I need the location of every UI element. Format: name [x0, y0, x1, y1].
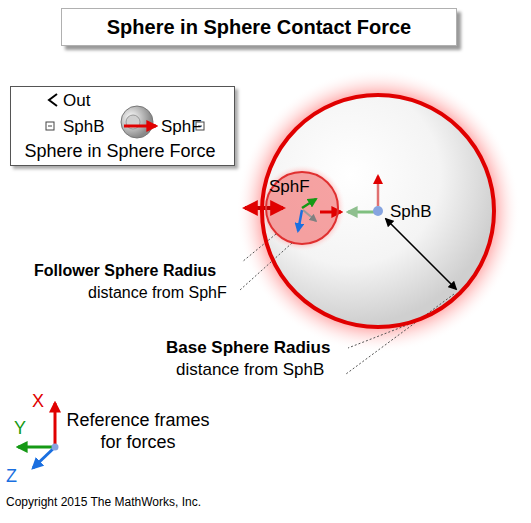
block-sphere-icon [121, 106, 153, 138]
x-axis-arrow [54, 403, 57, 447]
axis-label: X [32, 391, 44, 412]
axis-label: Y [14, 418, 26, 439]
copyright-note: Copyright 2015 The MathWorks, Inc. [6, 496, 201, 510]
radius-dimension [386, 219, 456, 289]
port-name: SphF [161, 117, 202, 137]
block-icon: OutSphB SphF [41, 89, 209, 139]
callout-text: distance from SphF [88, 284, 227, 302]
port-name: SphB [63, 117, 105, 137]
base-sphere-outline [260, 93, 496, 329]
block-frame: Sphere in Sphere Force OutSphB SphF [10, 86, 235, 166]
conn-port-symbol [46, 122, 54, 130]
conn-port-mark [48, 126, 52, 127]
x-axis-arrow [377, 176, 380, 206]
base-sphere: SphB SphF [260, 93, 496, 329]
callout-title: Follower Sphere Radius [34, 262, 216, 280]
leader-line [346, 294, 454, 374]
y-axis-arrow [302, 199, 316, 208]
base-sphere-border [262, 95, 494, 327]
frame-name: SphB [390, 202, 432, 222]
follower-sphere: SphF [265, 171, 339, 245]
block-force-arrow [124, 125, 156, 128]
out-port-symbol [49, 94, 57, 106]
reaction-arrow [348, 211, 374, 214]
callout-text: distance from SphB [176, 360, 324, 380]
axis-label: Z [6, 466, 17, 487]
sphere-glow [236, 69, 520, 353]
frame-origin-dot [52, 444, 59, 451]
base-sphere-fill [262, 95, 494, 327]
callout-title: Base Sphere Radius [166, 338, 330, 358]
port-name: Out [63, 91, 90, 111]
shadow-arrow [303, 210, 316, 221]
z-axis-arrow [298, 210, 302, 231]
legend-note: Reference frames for forces [62, 410, 214, 453]
block-name: Sphere in Sphere Force [11, 141, 229, 162]
y-axis-arrow [18, 446, 55, 449]
follower-sphere-border [266, 172, 338, 244]
title-box: Sphere in Sphere Contact Force [61, 8, 457, 46]
frame-origin-dot [373, 206, 383, 216]
frame-name: SphF [269, 177, 310, 197]
z-axis-arrow [33, 447, 55, 468]
leader-line [240, 243, 292, 290]
